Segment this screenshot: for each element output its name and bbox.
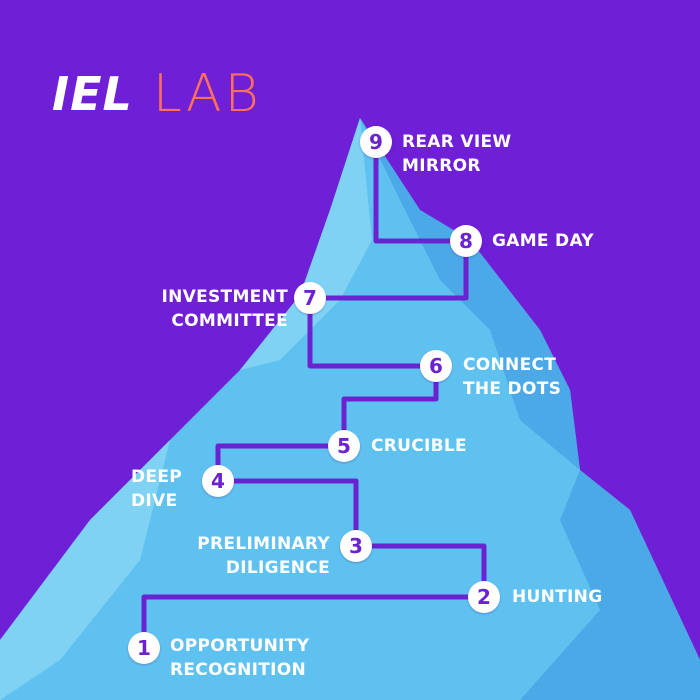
step-7-marker: 7	[294, 282, 326, 314]
mountain-highlight-left	[240, 118, 372, 370]
step-5-marker: 5	[328, 430, 360, 462]
mountain-shade-right	[360, 118, 580, 470]
step-1-label: OPPORTUNITY RECOGNITION	[170, 636, 310, 680]
mountain-base-shape	[0, 118, 700, 700]
step-2-marker: 2	[468, 581, 500, 613]
step-6-marker: 6	[420, 350, 452, 382]
iel-lab-logo: IEL LAB	[52, 64, 262, 124]
step-7-label: INVESTMENT COMMITTEE	[161, 287, 288, 331]
step-4-label: DEEP DIVE	[131, 467, 182, 511]
step-8-label: GAME DAY	[492, 231, 594, 251]
step-4-marker: 4	[202, 465, 234, 497]
step-1-marker: 1	[128, 632, 160, 664]
route-path	[141, 139, 487, 651]
step-9-marker: 9	[360, 126, 392, 158]
step-8-marker: 8	[450, 225, 482, 257]
step-3-marker: 3	[340, 530, 372, 562]
mountain-highlight-base	[0, 440, 170, 700]
step-9-label: REAR VIEW MIRROR	[402, 132, 512, 176]
mountain-shade-lower	[520, 470, 700, 700]
step-6-label: CONNECT THE DOTS	[463, 355, 562, 399]
step-2-label: HUNTING	[512, 587, 603, 607]
step-3-label: PRELIMINARY DILIGENCE	[197, 534, 330, 578]
step-5-label: CRUCIBLE	[371, 436, 467, 456]
logo-text-lab: LAB	[152, 64, 262, 124]
logo-text-iel: IEL	[52, 67, 133, 121]
